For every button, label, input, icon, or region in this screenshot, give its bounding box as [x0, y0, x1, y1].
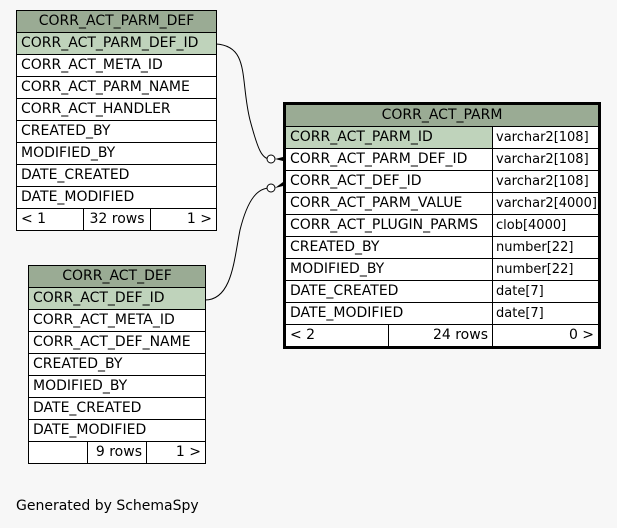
column-row[interactable]: MODIFIED_BY — [28, 375, 206, 398]
row-count: 24 rows — [388, 324, 493, 348]
column-row[interactable]: MODIFIED_BY — [16, 142, 217, 165]
children-count[interactable]: 1 > — [150, 208, 217, 231]
column-row[interactable]: CORR_ACT_DEF_ID — [28, 287, 206, 310]
column-type: varchar2[108] — [491, 170, 601, 193]
table-corr-act-parm[interactable]: CORR_ACT_PARM CORR_ACT_PARM_ID varchar2[… — [283, 102, 602, 349]
column-row[interactable]: CORR_ACT_DEF_NAME — [28, 331, 206, 354]
column-row[interactable]: DATE_CREATED — [16, 164, 217, 187]
column-row[interactable]: CORR_ACT_META_ID — [28, 309, 206, 332]
parents-count[interactable]: < 2 — [284, 324, 389, 348]
connector-parm-def — [215, 43, 271, 160]
parents-count[interactable]: < 1 — [16, 208, 84, 231]
connector-def-end — [266, 183, 276, 193]
column-row[interactable]: CORR_ACT_PARM_NAME — [16, 76, 217, 99]
connector-def — [204, 187, 271, 301]
column-name[interactable]: DATE_CREATED — [284, 280, 493, 303]
column-row[interactable]: DATE_MODIFIED — [28, 419, 206, 442]
children-count[interactable]: 0 > — [491, 324, 601, 348]
row-count: 32 rows — [83, 208, 151, 231]
column-type: clob[4000] — [491, 214, 601, 237]
column-type: number[22] — [491, 258, 601, 281]
column-name[interactable]: CORR_ACT_PARM_VALUE — [284, 192, 493, 215]
column-row[interactable]: CORR_ACT_HANDLER — [16, 98, 217, 121]
column-name[interactable]: CREATED_BY — [284, 236, 493, 259]
children-count[interactable]: 1 > — [146, 441, 206, 464]
column-type: varchar2[108] — [491, 148, 601, 171]
row-count: 9 rows — [87, 441, 147, 464]
table-title[interactable]: CORR_ACT_DEF — [28, 265, 206, 288]
column-name[interactable]: CORR_ACT_PLUGIN_PARMS — [284, 214, 493, 237]
table-corr-act-def[interactable]: CORR_ACT_DEF CORR_ACT_DEF_ID CORR_ACT_ME… — [28, 265, 206, 464]
column-name[interactable]: CORR_ACT_PARM_DEF_ID — [284, 148, 493, 171]
column-type: varchar2[108] — [491, 126, 601, 149]
column-row[interactable]: CREATED_BY — [16, 120, 217, 143]
generated-by-label: Generated by SchemaSpy — [16, 498, 199, 514]
column-name[interactable]: MODIFIED_BY — [284, 258, 493, 281]
table-title[interactable]: CORR_ACT_PARM — [283, 103, 601, 127]
column-type: number[22] — [491, 236, 601, 259]
column-row[interactable]: DATE_MODIFIED — [16, 186, 217, 209]
column-row[interactable]: DATE_CREATED — [28, 397, 206, 420]
column-type: varchar2[4000] — [491, 192, 601, 215]
column-row[interactable]: CORR_ACT_META_ID — [16, 54, 217, 77]
column-type: date[7] — [491, 280, 601, 303]
column-name[interactable]: CORR_ACT_DEF_ID — [284, 170, 493, 193]
column-row[interactable]: CREATED_BY — [28, 353, 206, 376]
column-name[interactable]: CORR_ACT_PARM_ID — [284, 126, 493, 149]
column-name[interactable]: DATE_MODIFIED — [284, 302, 493, 325]
column-type: date[7] — [491, 302, 601, 325]
column-row[interactable]: CORR_ACT_PARM_DEF_ID — [16, 32, 217, 55]
table-title[interactable]: CORR_ACT_PARM_DEF — [16, 10, 217, 33]
parents-count[interactable] — [28, 441, 88, 464]
connector-parm-def-end — [266, 154, 276, 164]
table-corr-act-parm-def[interactable]: CORR_ACT_PARM_DEF CORR_ACT_PARM_DEF_ID C… — [16, 10, 217, 231]
